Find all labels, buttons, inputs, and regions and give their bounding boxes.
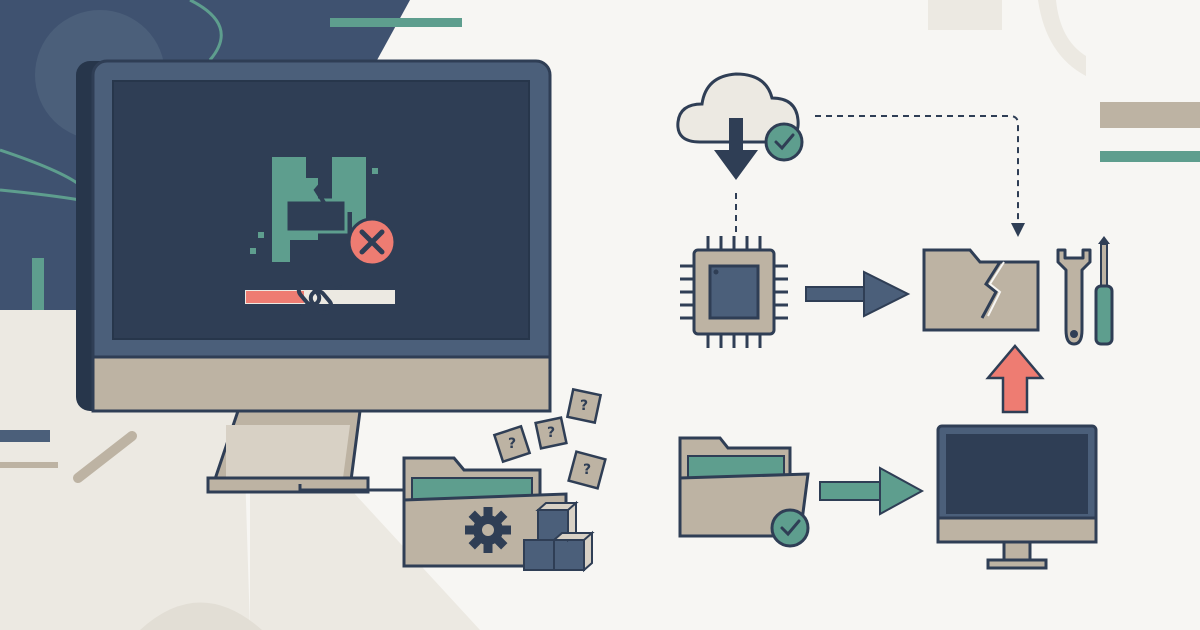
- arrow-folder-to-monitor: [819, 466, 925, 516]
- question-mark: ?: [583, 462, 591, 478]
- decor-teal-curve: [0, 148, 81, 187]
- monitor-stand-highlight: [226, 425, 350, 478]
- broken-link-icon: [295, 273, 343, 323]
- monitor-chin: [91, 355, 552, 413]
- cable-line: [298, 484, 404, 492]
- check-badge-icon: [770, 508, 810, 548]
- question-mark: ?: [547, 425, 555, 441]
- broken-file-icon: [250, 157, 378, 262]
- cube-stack-icon: [523, 500, 595, 573]
- decor-teal-bar: [330, 18, 462, 27]
- decor-slate-bar: [0, 430, 50, 442]
- folder-icon: [678, 436, 810, 538]
- progress-fill: [246, 291, 304, 303]
- arrow-monitor-to-folder: [985, 344, 1045, 414]
- decor-teal-curve-2: [0, 188, 81, 202]
- small-monitor-icon: [936, 424, 1098, 570]
- decor-taupe-bar: [0, 462, 58, 468]
- cloud-download-icon: [676, 72, 800, 180]
- decor-taupe-slash: [73, 431, 137, 483]
- decor-teal-band: [1100, 151, 1200, 162]
- check-badge-icon: [764, 122, 804, 162]
- decor-bottom-arc: [140, 602, 262, 630]
- error-x-icon: [347, 217, 397, 267]
- decor-taupe-band: [1100, 102, 1200, 128]
- dashed-arrow-cloud-to-folder: [815, 115, 1025, 237]
- decor-teal-arc: [189, 0, 223, 61]
- gear-icon: [465, 507, 511, 553]
- cpu-chip-icon: [680, 236, 788, 348]
- screwdriver-icon: [1094, 236, 1114, 346]
- question-cube: ?: [565, 387, 603, 425]
- question-cube: ?: [567, 450, 607, 490]
- decor-top-beige-block: [928, 0, 1002, 30]
- question-mark: ?: [580, 398, 588, 414]
- decor-teal-post: [32, 258, 44, 310]
- broken-folder-icon: [922, 248, 1040, 332]
- question-mark: ?: [508, 436, 516, 452]
- wrench-icon: [1056, 248, 1092, 346]
- question-cube: ?: [492, 424, 532, 464]
- question-cube: ?: [534, 416, 568, 450]
- decor-top-beige-arc: [1038, 0, 1086, 76]
- arrow-chip-to-folder: [805, 270, 911, 318]
